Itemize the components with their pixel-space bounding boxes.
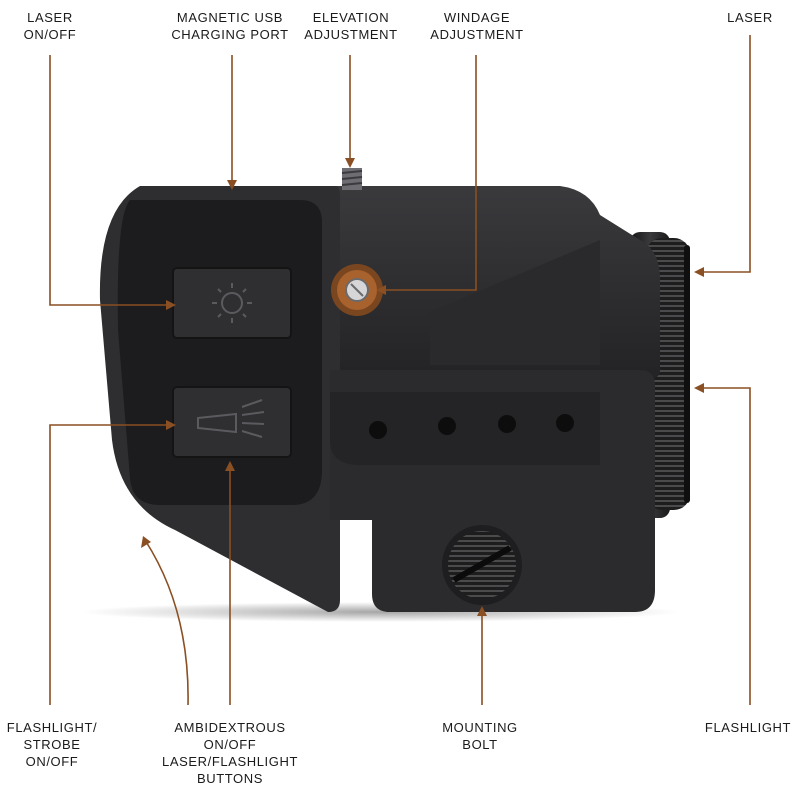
vent-panel bbox=[330, 392, 600, 465]
leader-flashlight bbox=[700, 387, 751, 705]
callout-mounting-bolt: MOUNTING BOLT bbox=[442, 720, 518, 752]
vent-hole bbox=[438, 417, 456, 435]
mounting-bolt[interactable] bbox=[442, 525, 522, 605]
sun-icon bbox=[212, 283, 252, 323]
callout-elevation: ELEVATION ADJUSTMENT bbox=[304, 10, 398, 42]
callout-magnetic-usb: MAGNETIC USB CHARGING PORT bbox=[171, 10, 289, 42]
leader-lines bbox=[49, 35, 751, 706]
leader-ambidextrous-curve bbox=[144, 539, 189, 706]
elevation-screw[interactable] bbox=[341, 168, 363, 190]
callout-laser-on-off: LASER ON/OFF bbox=[23, 10, 77, 42]
laser-button[interactable] bbox=[172, 267, 292, 339]
callout-windage: WINDAGE ADJUSTMENT bbox=[430, 10, 524, 42]
leader-laser bbox=[700, 35, 751, 273]
callout-flashlight: FLASHLIGHT bbox=[704, 720, 792, 735]
vent-hole bbox=[556, 414, 574, 432]
vent-hole bbox=[369, 421, 387, 439]
leader-flashlight-strobe bbox=[49, 424, 170, 705]
callout-laser: LASER bbox=[727, 10, 773, 25]
flashlight-beam-icon bbox=[197, 399, 265, 438]
vent-hole bbox=[498, 415, 516, 433]
flashlight-button[interactable] bbox=[172, 386, 292, 458]
callout-flashlight-strobe: FLASHLIGHT/ STROBE ON/OFF bbox=[6, 720, 98, 769]
leader-laser-on-off bbox=[49, 55, 170, 306]
housing-bevel bbox=[430, 240, 600, 365]
leader-windage bbox=[380, 55, 477, 291]
arrowheads bbox=[141, 158, 704, 616]
callout-ambidextrous: AMBIDEXTROUS ON/OFF LASER/FLASHLIGHT BUT… bbox=[161, 720, 299, 786]
windage-knob[interactable] bbox=[331, 264, 383, 316]
button-recess bbox=[117, 200, 322, 505]
